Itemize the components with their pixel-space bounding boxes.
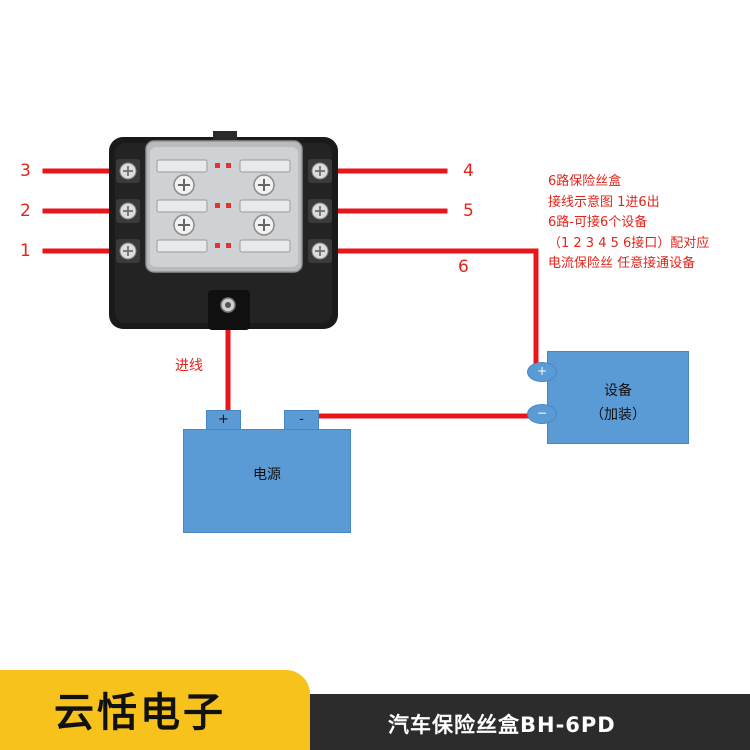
terminal-label-4: 4 <box>463 161 474 181</box>
product-name: 汽车保险丝盒BH-6PD <box>388 713 616 737</box>
device-box: 设备 （加装） <box>547 351 689 444</box>
input-wire-label: 进线 <box>175 358 203 374</box>
battery-negative-symbol: - <box>299 412 304 427</box>
description-line: 6路保险丝盒 <box>548 174 622 189</box>
battery-positive-symbol: + <box>218 412 229 427</box>
fuse-box <box>109 131 338 330</box>
brand-name: 云恬电子 <box>54 690 226 736</box>
description-line: 接线示意图 1进6出 <box>548 194 660 210</box>
description-line: 电流保险丝 任意接通设备 <box>548 256 696 271</box>
battery-positive-terminal: + <box>206 410 241 430</box>
wiring-description: 6路保险丝盒 接线示意图 1进6出 6路-可接6个设备 （1 2 3 4 5 6… <box>548 172 709 275</box>
power-source-label: 电源 <box>253 467 281 483</box>
device-positive-pole: + <box>527 362 557 382</box>
device-subtitle: （加装） <box>590 407 646 423</box>
device-negative-pole: − <box>527 404 557 424</box>
terminal-label-5: 5 <box>463 201 474 221</box>
power-source-box: 电源 <box>183 429 351 533</box>
battery-negative-terminal: - <box>284 410 319 430</box>
terminal-label-1: 1 <box>20 241 31 261</box>
terminal-label-6: 6 <box>458 257 469 277</box>
brand-tab <box>0 670 310 750</box>
description-line: （1 2 3 4 5 6接口）配对应 <box>548 235 710 251</box>
terminal-label-3: 3 <box>20 161 31 181</box>
description-line: 6路-可接6个设备 <box>548 215 648 230</box>
wire-output-to-device <box>327 248 539 371</box>
device-title: 设备 <box>604 383 632 399</box>
terminal-label-2: 2 <box>20 201 31 221</box>
